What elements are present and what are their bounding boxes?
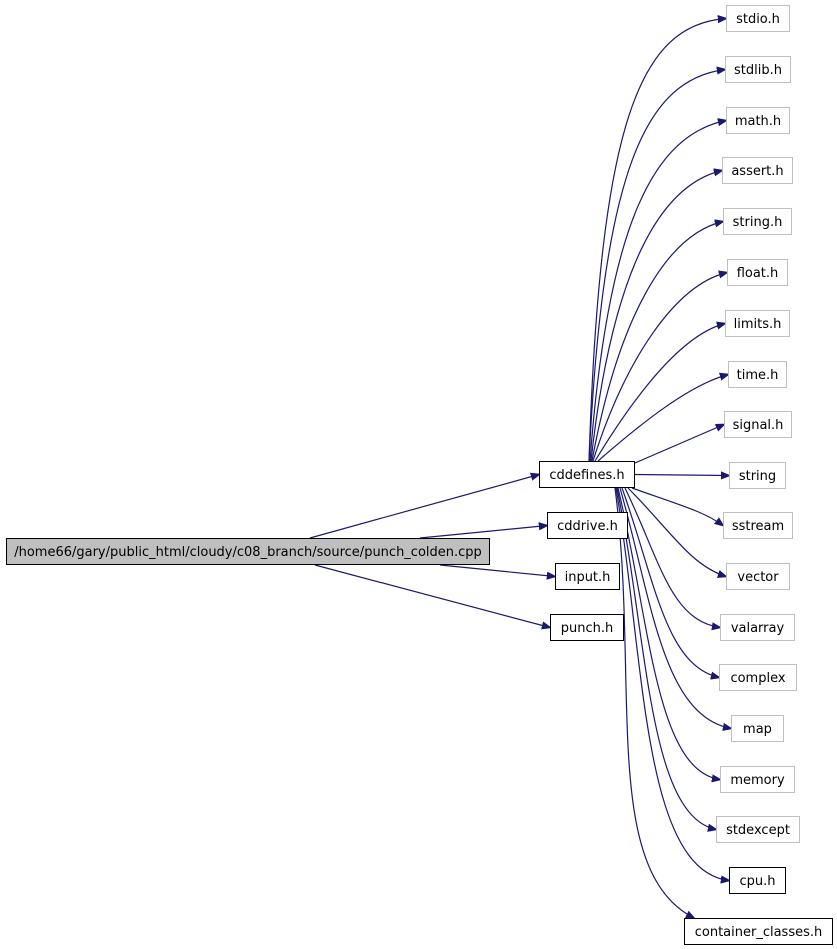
node-valarray[interactable]: valarray — [720, 614, 795, 641]
node-assert-label: assert.h — [731, 164, 783, 179]
node-punch-box — [550, 614, 624, 641]
node-limits[interactable]: limits.h — [725, 310, 790, 337]
edge-cddefines-to-string — [634, 475, 729, 476]
edge-cddefines-to-complex — [621, 487, 719, 678]
node-memory-box — [720, 766, 795, 793]
root-file-box — [6, 538, 490, 565]
node-sstream-label: sstream — [732, 519, 784, 534]
node-math[interactable]: math.h — [726, 107, 790, 134]
node-signal-label: signal.h — [733, 418, 784, 433]
node-time[interactable]: time.h — [728, 361, 787, 388]
node-container_classes[interactable]: container_classes.h — [684, 918, 833, 945]
node-container_classes-box — [684, 918, 833, 945]
edge-cddefines-to-float — [592, 273, 727, 462]
root-file-node: /home66/gary/public_html/cloudy/c08_bran… — [6, 538, 490, 565]
node-limits-box — [725, 310, 790, 337]
node-memory[interactable]: memory — [720, 766, 795, 793]
node-string_h-box — [723, 208, 792, 235]
node-punch[interactable]: punch.h — [550, 614, 624, 641]
node-complex-label: complex — [730, 671, 785, 686]
node-string_h[interactable]: string.h — [723, 208, 792, 235]
node-float-label: float.h — [737, 266, 779, 281]
edge-cddefines-to-sstream — [631, 487, 723, 526]
node-limits-label: limits.h — [734, 317, 782, 332]
node-string_h-label: string.h — [733, 215, 783, 230]
edge-cddefines-to-assert — [590, 171, 722, 462]
edge-cddefines-to-time — [597, 375, 728, 462]
node-container_classes-label: container_classes.h — [695, 925, 823, 940]
node-map[interactable]: map — [731, 715, 784, 742]
node-cddefines-label: cddefines.h — [549, 468, 624, 483]
node-map-box — [731, 715, 784, 742]
edge-cddefines-to-math — [589, 121, 726, 462]
node-stdexcept-label: stdexcept — [726, 823, 790, 838]
node-vector[interactable]: vector — [726, 563, 790, 590]
node-stdlib-label: stdlib.h — [734, 63, 782, 78]
edge-root-to-punch — [314, 564, 550, 628]
node-cpu[interactable]: cpu.h — [729, 867, 786, 894]
node-cpu-label: cpu.h — [739, 874, 775, 889]
node-vector-box — [726, 563, 790, 590]
edge-cddefines-to-limits — [594, 324, 725, 462]
node-stdio[interactable]: stdio.h — [726, 5, 790, 32]
node-cddrive-box — [547, 512, 628, 539]
edge-cddefines-to-vector — [627, 487, 726, 577]
edge-root-to-cddefines — [309, 475, 539, 539]
edge-cddefines-to-valarray — [624, 487, 720, 628]
node-stdexcept-box — [716, 816, 800, 843]
nodes-layer: /home66/gary/public_html/cloudy/c08_bran… — [6, 5, 833, 945]
edge-cddefines-to-stdlib — [588, 70, 725, 462]
node-sstream-box — [723, 512, 793, 539]
node-assert[interactable]: assert.h — [722, 157, 793, 184]
node-math-label: math.h — [735, 114, 781, 129]
node-string-box — [729, 462, 786, 489]
node-time-label: time.h — [737, 368, 779, 383]
node-sstream[interactable]: sstream — [723, 512, 793, 539]
node-assert-box — [722, 157, 793, 184]
node-valarray-box — [720, 614, 795, 641]
node-float-box — [727, 259, 788, 286]
node-string[interactable]: string — [729, 462, 786, 489]
edge-cddefines-to-string_h — [591, 222, 723, 462]
edge-cddefines-to-signal — [634, 425, 724, 464]
node-map-label: map — [743, 722, 772, 737]
node-float[interactable]: float.h — [727, 259, 788, 286]
node-signal[interactable]: signal.h — [724, 411, 792, 438]
node-cddefines-box — [539, 461, 635, 488]
node-time-box — [728, 361, 787, 388]
node-cddrive-label: cddrive.h — [557, 519, 618, 534]
edge-cddefines-to-cpu — [615, 487, 729, 881]
node-complex-box — [719, 664, 797, 691]
node-memory-label: memory — [730, 773, 785, 788]
node-cddefines[interactable]: cddefines.h — [539, 461, 635, 488]
node-vector-label: vector — [737, 570, 779, 585]
node-stdexcept[interactable]: stdexcept — [716, 816, 800, 843]
edge-cddefines-to-memory — [617, 487, 720, 780]
edge-cddefines-to-container_classes — [614, 487, 694, 918]
edge-root-to-input — [439, 564, 555, 577]
node-valarray-label: valarray — [731, 621, 785, 636]
edge-cddefines-to-map — [619, 487, 731, 729]
node-signal-box — [724, 411, 792, 438]
node-math-box — [726, 107, 790, 134]
edges-layer — [309, 19, 731, 919]
node-input-label: input.h — [565, 570, 611, 585]
node-stdio-label: stdio.h — [736, 12, 780, 27]
node-complex[interactable]: complex — [719, 664, 797, 691]
node-stdlib[interactable]: stdlib.h — [725, 56, 791, 83]
edge-cddefines-to-stdexcept — [616, 487, 716, 830]
edge-cddefines-to-stdio — [588, 19, 726, 462]
node-punch-label: punch.h — [561, 621, 614, 636]
node-input[interactable]: input.h — [555, 563, 620, 590]
edge-root-to-cddrive — [419, 526, 547, 539]
node-string-label: string — [739, 469, 776, 484]
node-cpu-box — [729, 867, 786, 894]
node-stdlib-box — [725, 56, 791, 83]
node-cddrive[interactable]: cddrive.h — [547, 512, 628, 539]
node-input-box — [555, 563, 620, 590]
node-stdio-box — [726, 5, 790, 32]
root-file-label: /home66/gary/public_html/cloudy/c08_bran… — [14, 545, 482, 560]
